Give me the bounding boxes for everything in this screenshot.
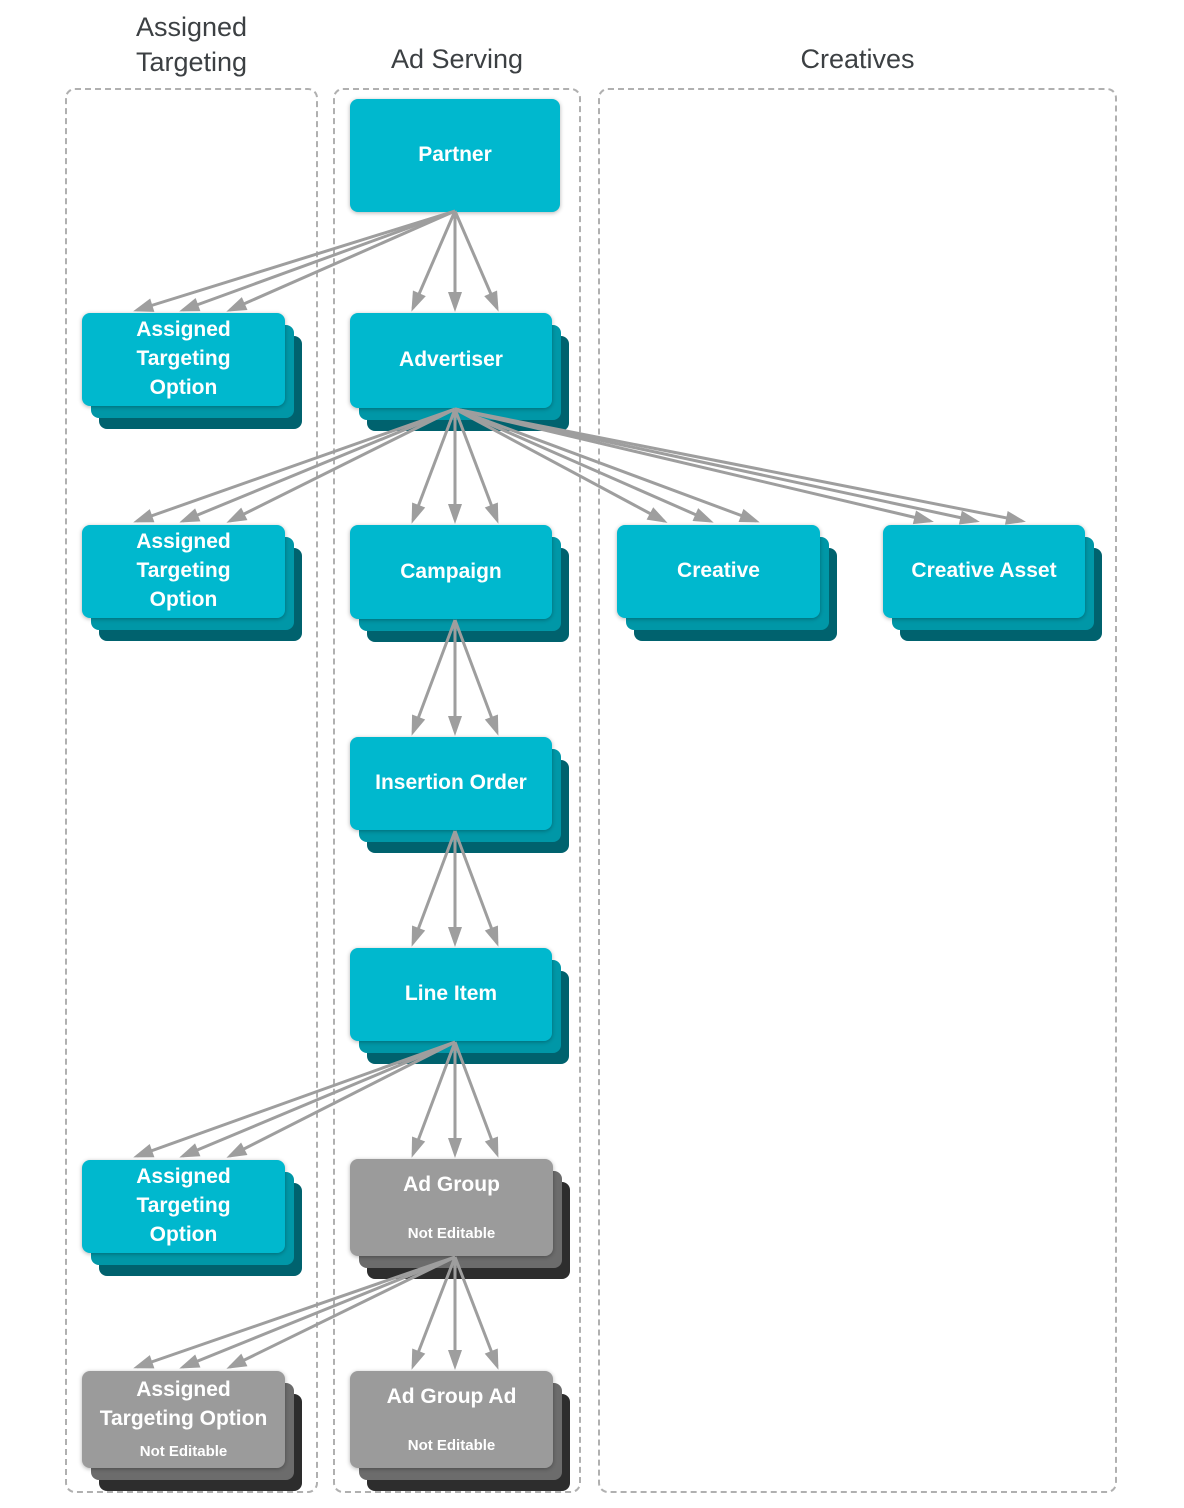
column-title-creatives: Creatives: [598, 42, 1117, 77]
node-sublabel: Not Editable: [407, 1436, 496, 1454]
column-ad-serving: [333, 88, 581, 1493]
node-label: Ad Group: [403, 1172, 500, 1196]
node-card: Assigned Targeting Option: [82, 1160, 285, 1253]
column-creatives: [598, 88, 1117, 1493]
node-label: Targeting: [136, 559, 231, 583]
column-title-assigned-targeting: Assigned Targeting: [65, 10, 318, 80]
node-campaign: Campaign: [350, 525, 569, 642]
column-title-line: Ad Serving: [390, 44, 524, 74]
node-card: Ad Group Ad Not Editable: [350, 1371, 553, 1468]
node-label: Creative: [677, 559, 760, 583]
node-sublabel: Not Editable: [139, 1443, 228, 1461]
node-card: Assigned Targeting Option: [82, 313, 285, 406]
node-card: Campaign: [350, 525, 552, 619]
node-card: Advertiser: [350, 313, 552, 408]
node-label: Assigned: [136, 1378, 231, 1402]
node-creative-asset: Creative Asset: [883, 525, 1102, 641]
node-label: Targeting Option: [99, 1407, 268, 1431]
node-assigned-targeting-option-partner: Assigned Targeting Option: [82, 313, 302, 429]
node-card: Assigned Targeting Option: [82, 525, 285, 618]
column-title-line: Assigned: [135, 12, 248, 42]
node-ad-group-ad: Ad Group Ad Not Editable: [350, 1371, 570, 1491]
node-card: Creative Asset: [883, 525, 1085, 618]
node-assigned-targeting-option-line-item: Assigned Targeting Option: [82, 1160, 302, 1276]
node-label: Advertiser: [399, 348, 503, 372]
node-card: Line Item: [350, 948, 552, 1041]
column-title-line: Creatives: [800, 44, 915, 74]
node-label: Line Item: [404, 982, 498, 1006]
node-label: Assigned: [136, 318, 231, 342]
node-card: Partner: [350, 99, 560, 212]
node-label: Assigned: [136, 1165, 231, 1189]
node-label: Option: [149, 375, 218, 399]
node-card: Insertion Order: [350, 737, 552, 830]
column-assigned-targeting: [65, 88, 318, 1493]
column-title-line: Targeting: [135, 47, 248, 78]
node-card: Assigned Targeting Option Not Editable: [82, 1371, 285, 1468]
node-ad-group: Ad Group Not Editable: [350, 1159, 570, 1279]
node-label: Assigned: [136, 530, 231, 554]
node-label: Ad Group Ad: [386, 1384, 517, 1408]
node-partner: Partner: [350, 99, 560, 212]
node-label: Campaign: [400, 559, 502, 583]
node-advertiser: Advertiser: [350, 313, 569, 431]
node-label: Option: [149, 587, 218, 611]
node-creative: Creative: [617, 525, 837, 641]
node-label: Insertion Order: [375, 771, 527, 795]
node-sublabel: Not Editable: [407, 1224, 496, 1242]
node-label: Partner: [418, 143, 492, 167]
node-insertion-order: Insertion Order: [350, 737, 569, 853]
node-label: Targeting: [136, 347, 231, 371]
node-card: Creative: [617, 525, 820, 618]
node-assigned-targeting-option-ad-group: Assigned Targeting Option Not Editable: [82, 1371, 302, 1491]
node-label: Creative Asset: [911, 559, 1057, 583]
column-title-ad-serving: Ad Serving: [333, 42, 581, 77]
node-card: Ad Group Not Editable: [350, 1159, 553, 1256]
node-label: Targeting: [136, 1194, 231, 1218]
node-label: Option: [149, 1222, 218, 1246]
node-line-item: Line Item: [350, 948, 569, 1064]
node-assigned-targeting-option-advertiser: Assigned Targeting Option: [82, 525, 302, 641]
